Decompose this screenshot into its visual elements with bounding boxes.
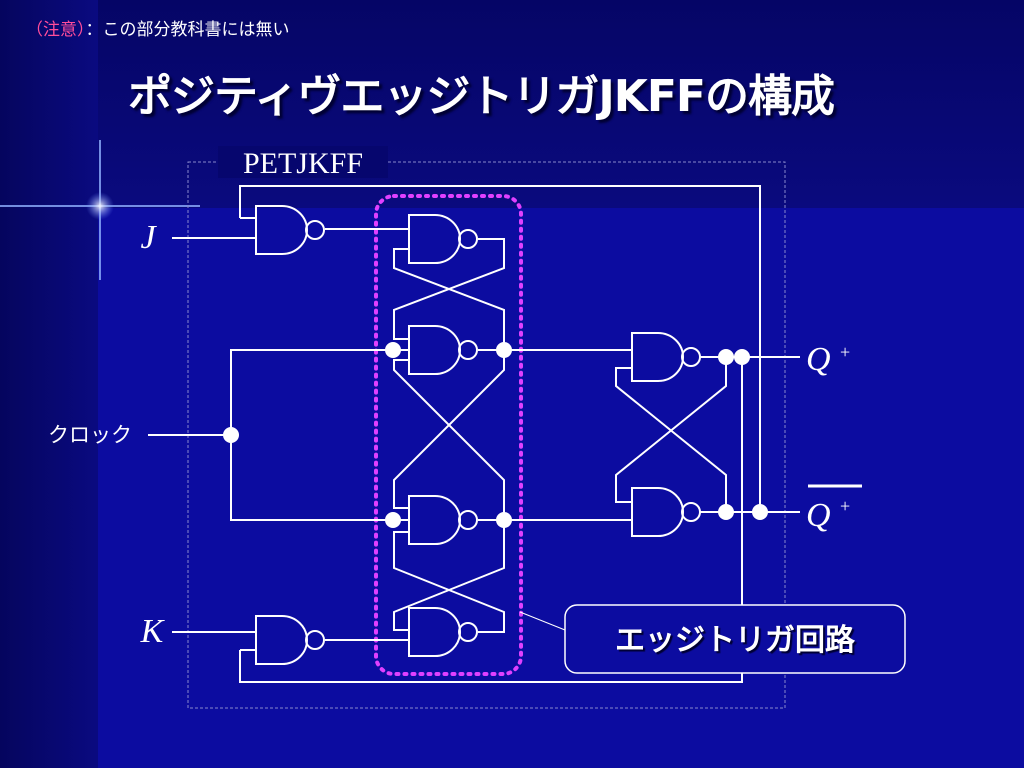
note-marker: （注意） xyxy=(26,20,86,40)
junction-dot xyxy=(385,342,401,358)
junction-dot xyxy=(734,349,750,365)
note-text: ：この部分教科書には無い xyxy=(85,20,290,40)
output-q-label: Q xyxy=(806,341,831,378)
wires xyxy=(148,185,800,683)
junction-dots xyxy=(223,342,768,528)
wire-clock-bus xyxy=(230,349,393,521)
nand-gate-j xyxy=(255,205,325,255)
nand-gate-output-qbar xyxy=(631,487,701,537)
junction-dot xyxy=(385,512,401,528)
background-main xyxy=(98,208,1024,768)
wire-output-cross-a xyxy=(615,357,727,503)
junction-dot xyxy=(496,512,512,528)
output-qbar-plus: + xyxy=(840,496,850,516)
slide-title: ポジティヴエッジトリガJKFFの構成 xyxy=(128,71,835,122)
junction-dot xyxy=(718,504,734,520)
output-q-plus: + xyxy=(840,342,850,362)
box-label: PETJKFF xyxy=(243,147,363,180)
nand-gates xyxy=(255,205,701,665)
nand-gate-latch-1 xyxy=(408,214,478,264)
nand-gate-latch-3 xyxy=(408,495,478,545)
nand-gate-k xyxy=(255,615,325,665)
callout-label: エッジトリガ回路 xyxy=(615,623,856,658)
input-k-label: K xyxy=(140,613,166,650)
output-qbar-label: Q xyxy=(806,497,831,534)
wire-latch-bottom-cross-b xyxy=(393,531,505,633)
wire-latch-bottom-cross-a xyxy=(393,520,505,631)
callout-box xyxy=(564,604,906,674)
junction-dot xyxy=(718,349,734,365)
background-left-band xyxy=(0,0,98,768)
note: （注意）：この部分教科書には無い xyxy=(26,15,290,40)
edge-trigger-region xyxy=(374,194,523,676)
junction-dot xyxy=(223,427,239,443)
clock-label: クロック xyxy=(48,423,132,447)
wire-latch-top-cross-b xyxy=(393,248,505,350)
junction-dot xyxy=(752,504,768,520)
callout-pointer xyxy=(519,611,566,631)
wire-j-feedback xyxy=(239,185,761,512)
wire-k-feedback xyxy=(239,357,743,683)
input-j-label: J xyxy=(140,219,157,256)
junction-dot xyxy=(496,342,512,358)
wire-mid-cross-b xyxy=(393,359,505,520)
sparkle-decoration xyxy=(0,140,200,280)
nand-gate-latch-2 xyxy=(408,325,478,375)
box-label-backing xyxy=(218,146,388,178)
wire-mid-cross-a xyxy=(393,350,505,509)
wire-output-cross-b xyxy=(615,367,727,512)
nand-gate-output-q xyxy=(631,332,701,382)
nand-gate-latch-4 xyxy=(408,607,478,657)
